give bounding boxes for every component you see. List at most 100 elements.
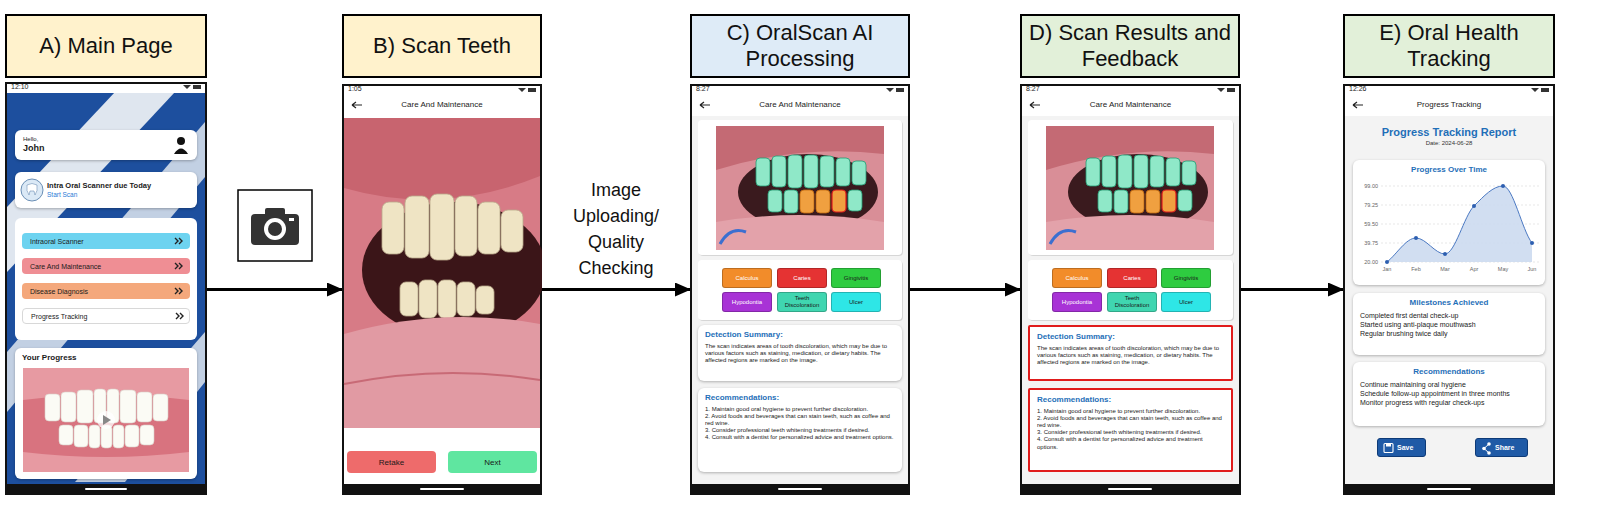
status-time: 1:05 xyxy=(348,85,362,93)
action-button: Retake xyxy=(347,451,436,473)
summary-card: Detection Summary:The scan indicates are… xyxy=(1028,325,1233,381)
drawing-part xyxy=(478,202,500,254)
report-title: Progress Tracking Report xyxy=(1343,126,1555,138)
drawing-part xyxy=(1130,190,1160,213)
drawing-part xyxy=(848,190,862,211)
drawing-part xyxy=(836,158,850,186)
greeting-card: Hello,John xyxy=(15,130,197,160)
drawing-part xyxy=(400,282,418,316)
category-chip: Teeth Discoloration xyxy=(777,292,827,312)
drawing-part xyxy=(816,190,830,213)
card-heading: Detection Summary: xyxy=(1037,332,1224,342)
drawing-part xyxy=(716,126,884,250)
drawing-part xyxy=(27,184,38,196)
phone-screen: 8:27Care And MaintenanceCalculusCariesGi… xyxy=(1020,84,1241,495)
drawing-part xyxy=(691,85,909,494)
axis-tick: Jan xyxy=(1378,266,1396,273)
drawing-part xyxy=(1472,204,1476,208)
menu-button: Intraoral Scanner xyxy=(22,233,190,249)
flow-arrow xyxy=(910,288,1020,291)
drawing-part xyxy=(352,102,362,108)
button-label: Care And Maintenance xyxy=(30,263,101,270)
drawing-part xyxy=(268,222,282,236)
category-chip: Ulcer xyxy=(1161,292,1211,312)
greeting-text: Hello, xyxy=(23,136,189,143)
user-name: John xyxy=(23,143,189,154)
drawing-part xyxy=(289,218,294,221)
stage-title: D) Scan Results and Feedback xyxy=(1028,20,1232,73)
axis-tick: Feb xyxy=(1407,266,1425,273)
phone-screen: 12:10 Hello,John Intra Oral Scanner due … xyxy=(5,82,207,495)
drawing-part xyxy=(832,190,846,212)
category-chip: Hypodontia xyxy=(722,292,772,312)
phone-frame xyxy=(342,84,542,495)
drawing-part xyxy=(772,156,786,187)
stage-title: C) OralScan AI Processing xyxy=(698,20,902,73)
drawing-part xyxy=(476,286,494,314)
drawing-part xyxy=(698,260,902,320)
recommendation-card: RecommendationsContinue maintaining oral… xyxy=(1353,362,1545,426)
drawing-part xyxy=(6,83,206,494)
chip-label: Hypodontia xyxy=(732,299,762,306)
drawing-part xyxy=(784,190,798,213)
drawing-part xyxy=(716,215,884,250)
drawing-part xyxy=(23,452,189,472)
button-label: Share xyxy=(1495,444,1514,451)
drawing-part xyxy=(97,411,115,429)
drawing-part xyxy=(1501,184,1505,188)
menu-button: Progress Tracking xyxy=(22,308,190,324)
drawing-part xyxy=(1414,236,1418,240)
drawing-part xyxy=(778,488,822,490)
camera-icon xyxy=(237,189,313,262)
drawing-part xyxy=(699,121,903,256)
stage-title: E) Oral Health Tracking xyxy=(1351,20,1547,73)
drawing-part xyxy=(1118,155,1132,188)
drawing-part xyxy=(21,179,43,201)
progress-card: Your Progress xyxy=(15,348,197,479)
drawing-part xyxy=(1487,442,1491,446)
stage-header: A) Main Page xyxy=(5,14,207,78)
drawing-part xyxy=(175,288,182,294)
drawing-part xyxy=(183,85,191,89)
share-button: Share xyxy=(1475,438,1528,457)
list-item: 3. Consider professional teeth whitening… xyxy=(705,427,895,434)
drawing-part xyxy=(756,155,866,213)
drawing-part xyxy=(699,261,903,321)
list-item: Started using anti-plaque mouthwash xyxy=(1360,320,1538,329)
drawing-part xyxy=(264,218,286,240)
drawing-part xyxy=(1381,186,1539,262)
drawing-part xyxy=(7,122,205,412)
chevron-icon xyxy=(175,312,185,320)
recommendation-card: Recommendations:1. Maintain good oral hy… xyxy=(698,388,902,472)
drawing-part xyxy=(382,202,404,254)
drawing-part xyxy=(800,190,830,213)
drawing-part xyxy=(23,368,189,472)
drawing-part xyxy=(457,282,475,316)
drawing-part xyxy=(1166,158,1180,186)
recommendation-card: Recommendations:1. Maintain good oral hy… xyxy=(1028,388,1233,472)
drawing-part xyxy=(1385,184,1534,264)
stage-title: B) Scan Teeth xyxy=(373,33,511,59)
drawing-part xyxy=(1531,88,1539,92)
card-heading: Recommendations xyxy=(1360,367,1538,377)
drawing-part xyxy=(1146,190,1160,213)
list-item: Schedule follow-up appointment in three … xyxy=(1360,389,1538,398)
stage-header: D) Scan Results and Feedback xyxy=(1020,14,1240,78)
card-heading: Recommendations: xyxy=(705,393,895,403)
drawing-part xyxy=(1102,156,1116,187)
button-label: Intraoral Scanner xyxy=(30,238,84,245)
action-button: Next xyxy=(448,451,537,473)
category-chip: Caries xyxy=(777,268,827,288)
list-item: Regular brushing twice daily xyxy=(1360,329,1538,338)
stage-header: C) OralScan AI Processing xyxy=(690,14,910,78)
screen-title: Care And Maintenance xyxy=(690,100,910,109)
drawing-part xyxy=(176,313,183,319)
category-chip: Ulcer xyxy=(831,292,881,312)
menu-button: Disease Diagnosis xyxy=(22,283,190,299)
drawing-part xyxy=(896,88,904,92)
chip-label: Gingivitis xyxy=(844,275,868,282)
category-chip: Calculus xyxy=(722,268,772,288)
drawing-part xyxy=(1344,484,1554,494)
drawing-part xyxy=(103,415,111,425)
drawing-part xyxy=(1443,252,1447,256)
